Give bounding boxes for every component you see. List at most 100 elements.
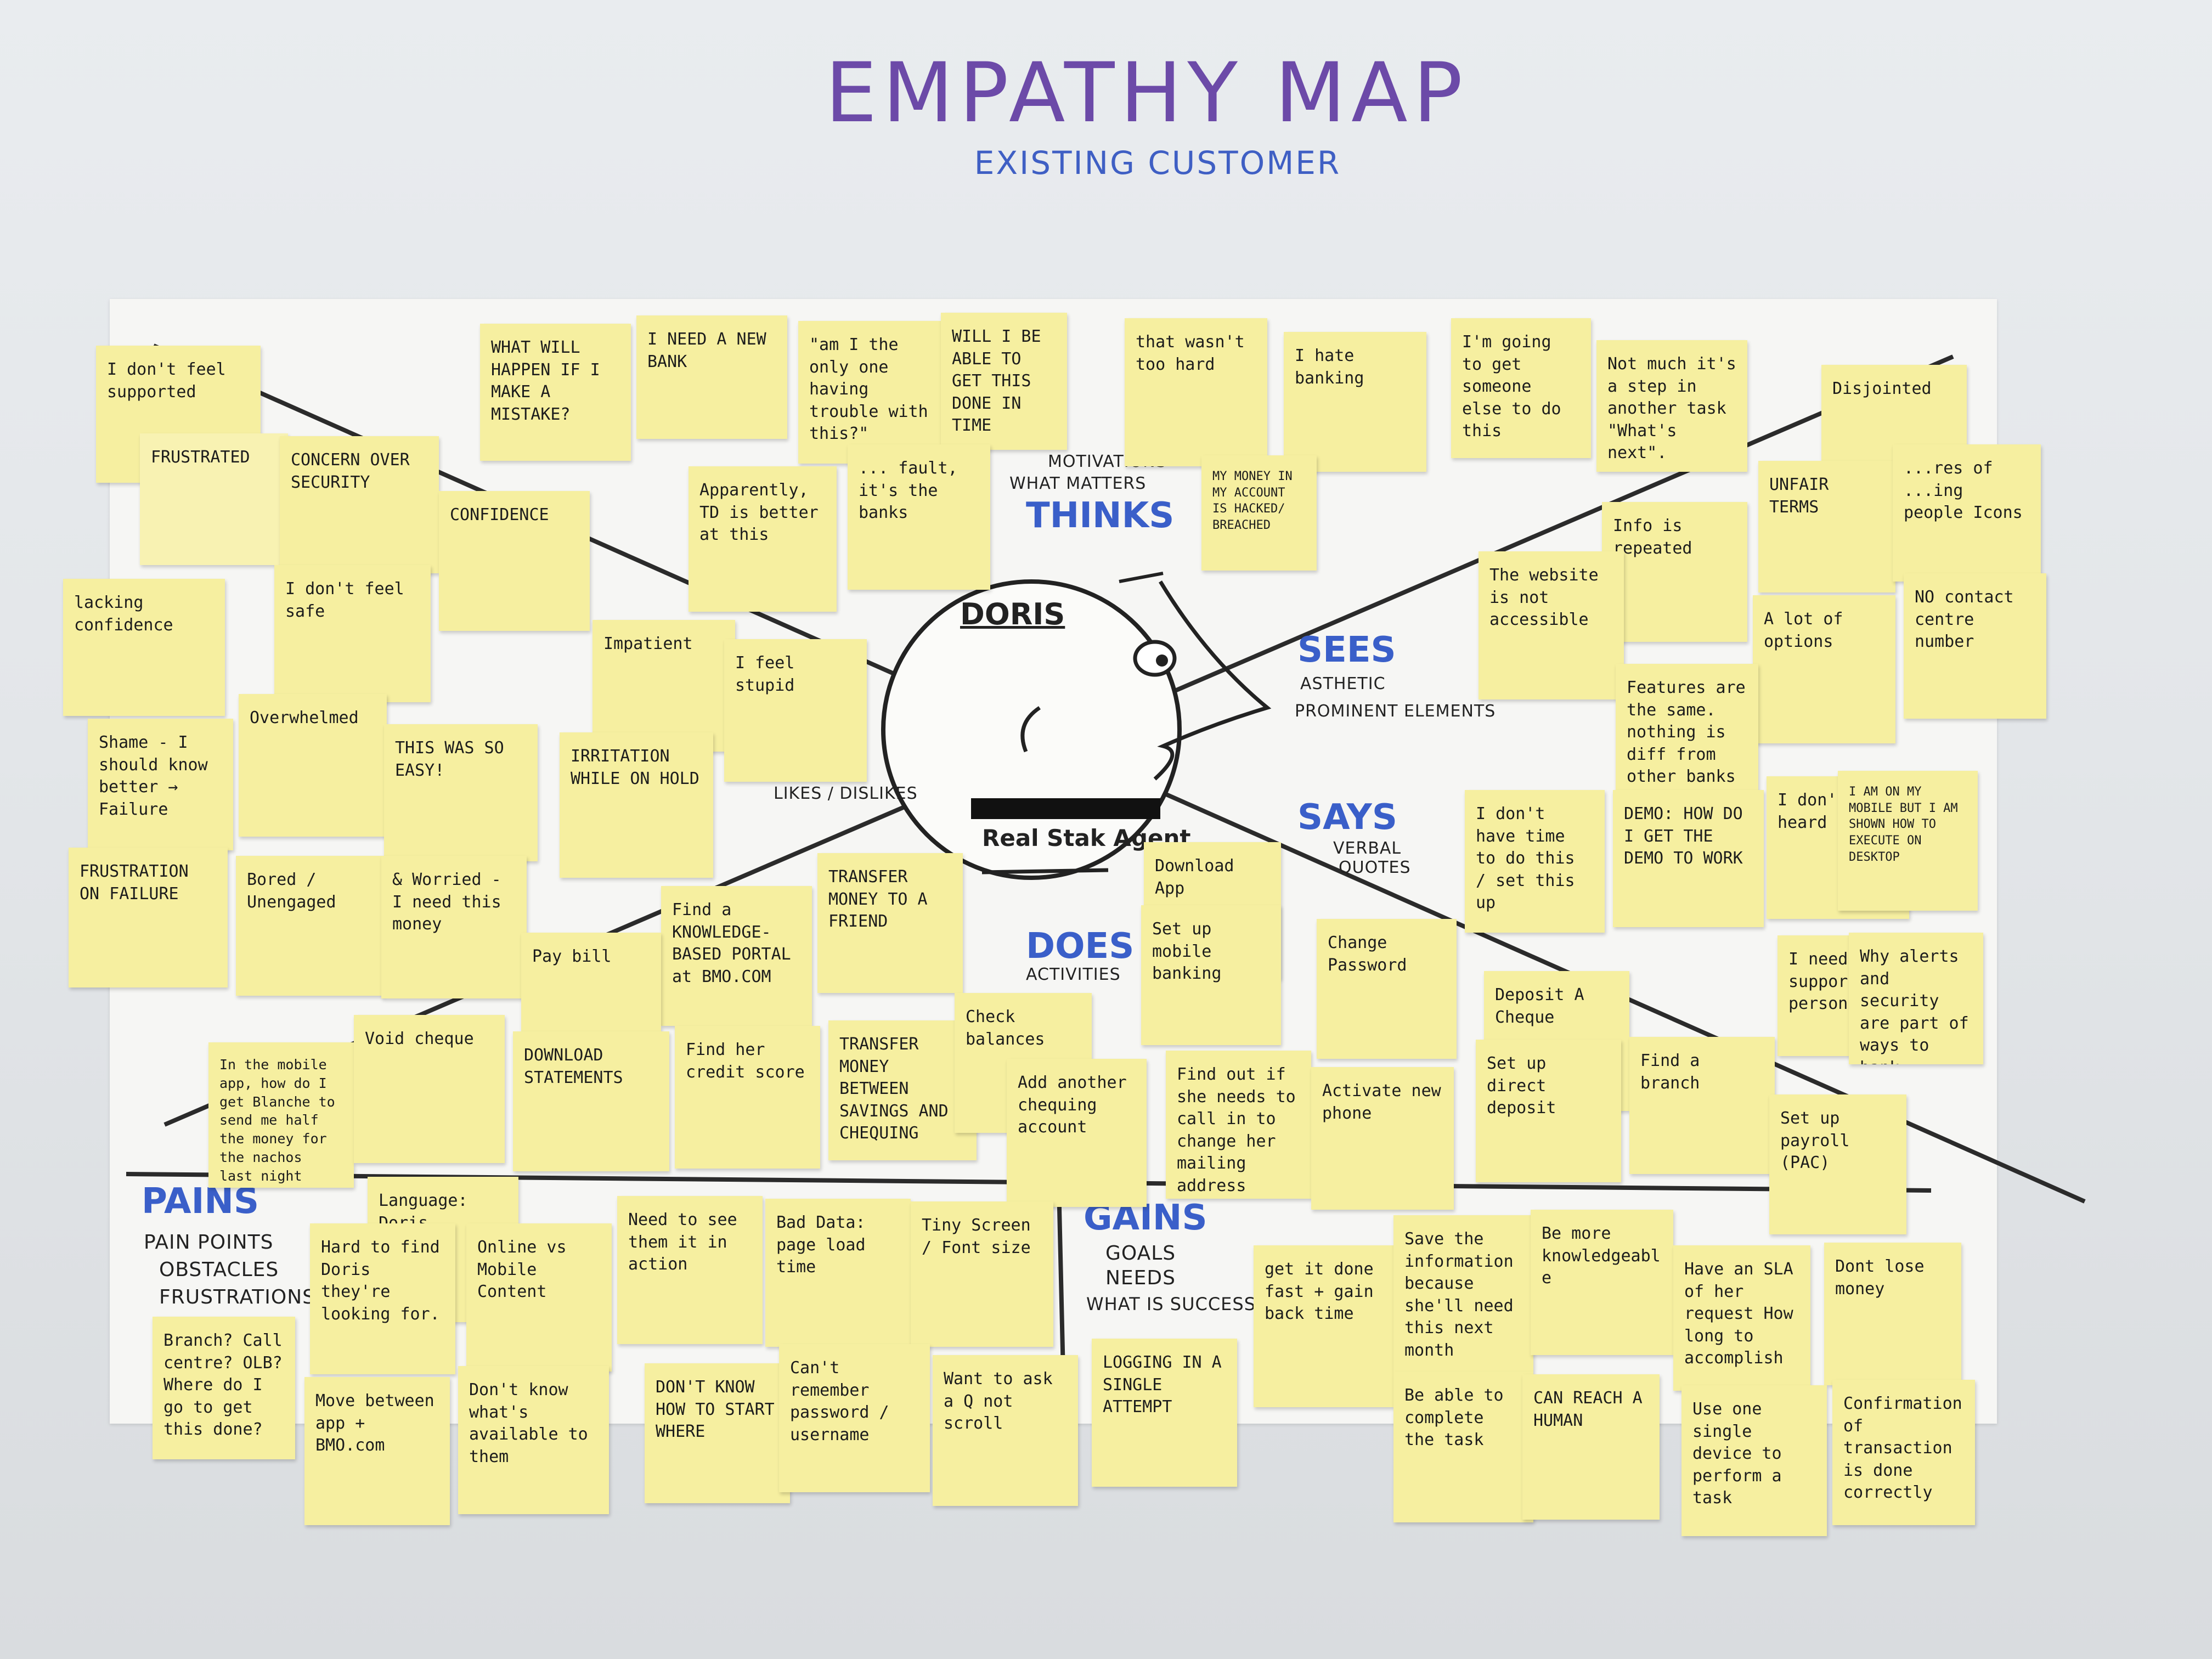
sticky-note: Bored / Unengaged	[236, 856, 384, 996]
pains-sub1: PAIN POINTS	[144, 1231, 274, 1254]
sticky-note: Impatient	[592, 620, 735, 752]
sticky-note: Apparently, TD is better at this	[689, 466, 837, 612]
pains-sub2: OBSTACLES	[159, 1259, 279, 1281]
sticky-note: I feel stupid	[724, 639, 867, 782]
sticky-note: Info is repeated	[1602, 502, 1747, 642]
sticky-note: Set up payroll (PAC)	[1769, 1094, 1906, 1234]
sticky-note: Bad Data: page load time	[765, 1199, 911, 1347]
sticky-note: Hard to find Doris they're looking for.	[310, 1223, 455, 1374]
crossed-out-band	[971, 798, 1160, 819]
sticky-note: Branch? Call centre? OLB? Where do I go …	[153, 1317, 295, 1459]
sticky-note: Features are the same. nothing is diff f…	[1616, 664, 1758, 793]
sticky-note: CONCERN OVER SECURITY	[280, 436, 439, 573]
sticky-note: Void cheque	[354, 1015, 505, 1163]
thinks-sub2: WHAT MATTERS	[1009, 474, 1147, 493]
sticky-note: ...res of ...ing people Icons	[1893, 444, 2041, 582]
sticky-note: MY MONEY IN MY ACCOUNT IS HACKED/ BREACH…	[1201, 455, 1317, 571]
sticky-note: get it done fast + gain back time	[1254, 1245, 1393, 1407]
sticky-note: Online vs Mobile Content	[466, 1223, 612, 1372]
pains-sub3: FRUSTRATIONS	[159, 1286, 316, 1308]
sticky-note: Want to ask a Q not scroll	[933, 1355, 1078, 1506]
sticky-note: UNFAIR TERMS	[1758, 461, 1895, 592]
persona-ear	[1020, 706, 1041, 753]
sticky-note: Be more knowledgeable	[1531, 1210, 1673, 1355]
does-sub1: ACTIVITIES	[1026, 965, 1121, 984]
sticky-note: DOWNLOAD STATEMENTS	[513, 1031, 669, 1171]
says-sub2: QUOTES	[1339, 858, 1411, 877]
does-label: DOES	[1026, 926, 1135, 967]
sticky-note: CAN REACH A HUMAN	[1522, 1374, 1660, 1520]
sticky-note: that wasn't too hard	[1125, 318, 1267, 466]
sticky-note: & Worried - I need this money	[381, 856, 527, 998]
sticky-note: Be able to complete the task	[1393, 1372, 1533, 1522]
sticky-note: I'm going to get someone else to do this	[1451, 318, 1591, 458]
gains-sub3: WHAT IS SUCCESS?	[1086, 1294, 1266, 1314]
page-subtitle: EXISTING CUSTOMER	[974, 144, 1341, 182]
sticky-note: Don't know what's available to them	[458, 1366, 609, 1514]
sticky-note: FRUSTRATION ON FAILURE	[69, 848, 228, 988]
says-sub1: VERBAL	[1333, 839, 1402, 858]
sticky-note: DEMO: HOW DO I GET THE DEMO TO WORK	[1613, 790, 1764, 927]
sticky-note: Pay bill	[521, 933, 661, 1042]
sticky-note: I AM ON MY MOBILE BUT I AM SHOWN HOW TO …	[1838, 771, 1978, 911]
sticky-note: DON'T KNOW HOW TO START WHERE	[645, 1363, 790, 1503]
sticky-note: I don't have time to do this / set this …	[1465, 790, 1605, 933]
sees-sub2: PROMINENT ELEMENTS	[1295, 702, 1496, 721]
sticky-note: WILL I BE ABLE TO GET THIS DONE IN TIME	[941, 313, 1067, 450]
sticky-note: Save the information because she'll need…	[1393, 1215, 1533, 1372]
persona-eye	[1133, 640, 1177, 677]
sticky-note: TRANSFER MONEY BETWEEN SAVINGS AND CHEQU…	[828, 1020, 977, 1160]
sticky-note: I don't feel safe	[274, 565, 431, 702]
sticky-note: Find out if she needs to call in to chan…	[1166, 1051, 1311, 1199]
sticky-note: Find a KNOWLEDGE-BASED PORTAL at BMO.COM	[661, 886, 812, 1026]
sticky-note: I NEED A NEW BANK	[636, 315, 787, 439]
gains-sub1: GOALS	[1105, 1242, 1176, 1265]
sticky-note: I hate banking	[1284, 332, 1426, 472]
sticky-note: Find her credit score	[675, 1026, 820, 1169]
sticky-note: FRUSTRATED	[140, 433, 288, 565]
sticky-note: A lot of options	[1753, 595, 1895, 743]
persona-nose	[1153, 580, 1272, 781]
sticky-note: Can't remember password / username	[779, 1344, 930, 1492]
sees-label: SEES	[1297, 630, 1396, 670]
sticky-note: Set up mobile banking	[1141, 905, 1281, 1045]
sticky-note: WHAT WILL HAPPEN IF I MAKE A MISTAKE?	[480, 324, 631, 461]
sticky-note: Have an SLA of her request How long to a…	[1673, 1245, 1810, 1391]
feels-sub1: LIKES / DISLIKES	[774, 784, 918, 803]
page-title: EMPATHY MAP	[825, 46, 1469, 141]
sticky-note: IRRITATION WHILE ON HOLD	[560, 732, 713, 878]
sticky-note: Change Password	[1317, 919, 1457, 1059]
sticky-note: ... fault, it's the banks	[848, 444, 990, 590]
sticky-note: THIS WAS SO EASY!	[384, 724, 538, 861]
says-label: SAYS	[1297, 797, 1397, 838]
pains-label: PAINS	[142, 1181, 259, 1222]
sticky-note: Why alerts and security are part of ways…	[1849, 933, 1983, 1064]
sticky-note: TRANSFER MONEY TO A FRIEND	[817, 853, 963, 993]
sticky-note: lacking confidence	[63, 579, 225, 716]
sticky-note: Overwhelmed	[239, 694, 387, 837]
sticky-note: Confirmation of transaction is done corr…	[1832, 1380, 1975, 1525]
sticky-note: Find a branch	[1629, 1037, 1775, 1174]
sticky-note: In the mobile app, how do I get Blanche …	[208, 1042, 354, 1188]
sticky-note: Not much it's a step in another task "Wh…	[1596, 340, 1747, 472]
agent-strike	[981, 868, 1109, 874]
sees-sub1: ASTHETIC	[1300, 674, 1386, 693]
thinks-label: THINKS	[1026, 495, 1175, 536]
persona-name: DORIS	[960, 597, 1065, 631]
sticky-note: Activate new phone	[1311, 1067, 1454, 1210]
sticky-note: Move between app + BMO.com	[304, 1377, 450, 1525]
gains-sub2: NEEDS	[1105, 1267, 1176, 1289]
sticky-note: LOGGING IN A SINGLE ATTEMPT	[1092, 1339, 1237, 1487]
sticky-note: Use one single device to perform a task	[1681, 1385, 1827, 1536]
sticky-note: Shame - I should know better → Failure	[88, 719, 233, 850]
persona-pupil	[1156, 654, 1168, 667]
persona-brow	[1119, 572, 1164, 583]
sticky-note: CONFIDENCE	[439, 491, 590, 631]
sticky-note: Add another chequing account	[1007, 1059, 1147, 1207]
sticky-note: Dont lose money	[1824, 1243, 1961, 1385]
sticky-note: NO contact centre number	[1904, 573, 2046, 719]
sticky-note: The website is not accessible	[1479, 551, 1624, 699]
sticky-note: "am I the only one having trouble with t…	[798, 321, 941, 464]
sticky-note: Need to see them it in action	[617, 1196, 763, 1344]
